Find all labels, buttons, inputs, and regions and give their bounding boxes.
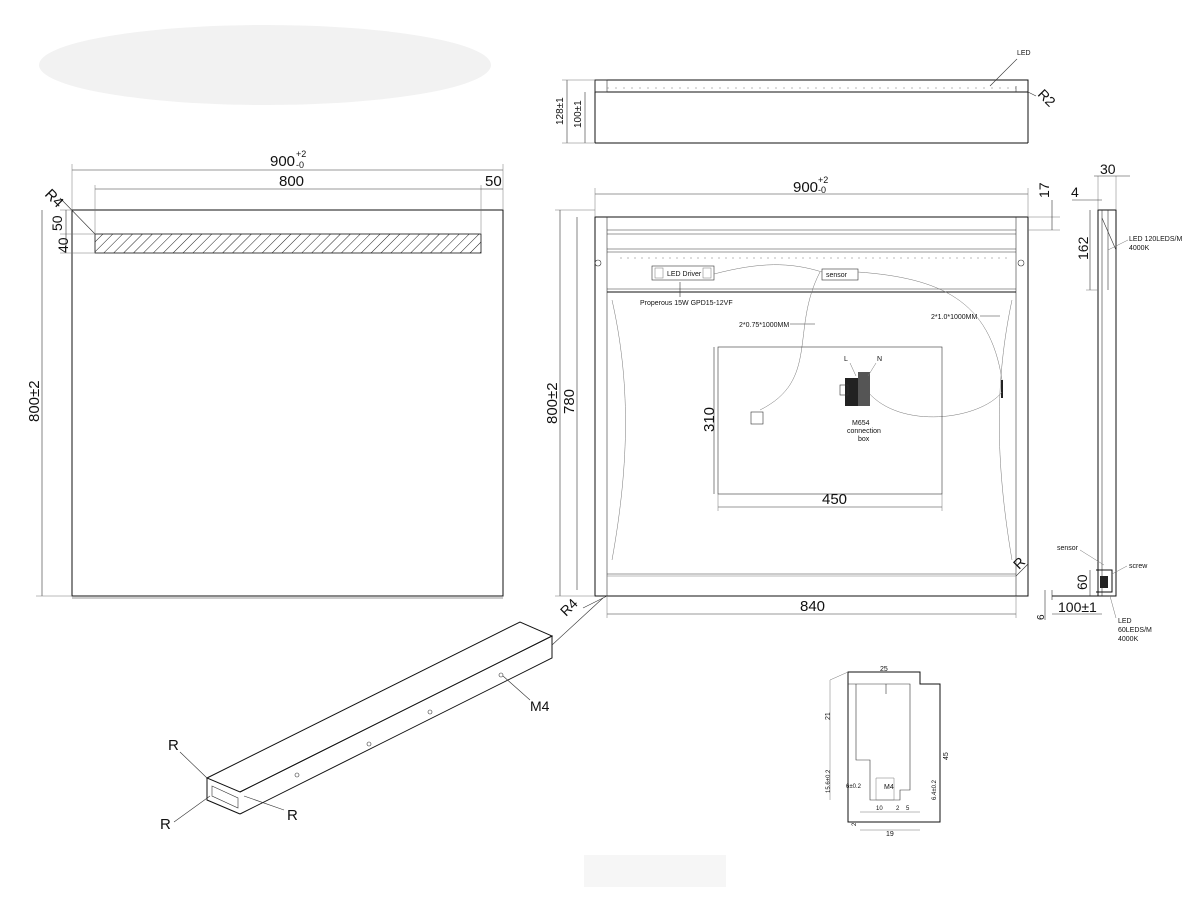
cs-seg-5: 5 — [906, 806, 910, 812]
back-bottom-width-dim: 840 — [800, 598, 825, 615]
box-label-2: connection — [847, 428, 881, 435]
side-offset-dim: 4 — [1071, 184, 1079, 200]
sensor-box — [821, 268, 859, 281]
profile-thread-label: M4 — [530, 698, 550, 714]
led-driver-label: LED Driver — [667, 271, 702, 278]
back-width-dim: 900 — [793, 179, 818, 196]
side-bracket-height-dim: 60 — [1074, 574, 1090, 590]
bottom-smudge — [584, 855, 726, 887]
driver-model: Properous 15W GPD15-12VF — [640, 300, 733, 307]
back-width-tol-plus: +2 — [818, 175, 828, 185]
front-right-margin-dim: 50 — [485, 173, 502, 190]
side-led-top-label-2: 4000K — [1129, 245, 1150, 252]
top-led-label: LED — [1017, 50, 1031, 57]
back-panel — [717, 346, 943, 495]
cs-seg-2: 2 — [896, 806, 900, 812]
terminal-n: N — [877, 356, 882, 363]
profile-radius-3: R — [287, 807, 298, 824]
cs-inner-width: 6±0.2 — [846, 784, 862, 790]
side-led-top-label-1: LED 120LEDS/M — [1129, 236, 1182, 243]
cable-left-label: 2*0.75*1000MM — [739, 322, 789, 329]
panel-width-dim: 450 — [822, 491, 847, 508]
panel-height-dim: 310 — [701, 407, 718, 432]
terminal-l: L — [844, 356, 848, 363]
back-view: LED Driver sensor Properous 15W GPD15-12… — [544, 175, 1060, 619]
side-depth-dim: 30 — [1100, 161, 1116, 177]
cs-thread: M4 — [884, 784, 894, 791]
box-label-1: M654 — [852, 420, 870, 427]
back-width-tol-minus: -0 — [818, 185, 826, 195]
front-height-dim: 800±2 — [26, 380, 43, 422]
side-led-bottom-label-1: LED — [1118, 618, 1132, 625]
back-corner-r: R — [1010, 554, 1028, 572]
front-view: 900 +2 -0 800 50 R4 50 40 800±2 — [26, 149, 504, 599]
cs-overall-height: 45 — [943, 752, 950, 760]
side-screw-label: screw — [1129, 563, 1148, 570]
cross-section: 25 21 45 15.6±0.2 6±0.2 M4 6.4±0.2 10 2 … — [825, 666, 950, 838]
cs-top-width: 25 — [880, 666, 888, 673]
connection-box — [839, 372, 870, 406]
side-led-height-dim: 162 — [1075, 236, 1091, 260]
front-strip-height-dim: 40 — [55, 237, 71, 253]
top-radius: R2 — [1035, 86, 1059, 110]
background-smudge — [39, 25, 491, 105]
mirror-outline — [71, 209, 504, 597]
side-sensor-label: sensor — [1057, 545, 1079, 552]
front-top-margin-dim: 50 — [49, 215, 65, 231]
front-width-tol-minus: -0 — [296, 160, 304, 170]
led-strip-hatched — [94, 233, 482, 254]
cable-right-label: 2*1.0*1000MM — [931, 314, 977, 321]
profile-radius-1: R — [168, 737, 179, 754]
cs-seg-10: 10 — [876, 806, 883, 812]
front-width-dim: 900 — [270, 153, 295, 170]
profile-radius-2: R — [160, 816, 171, 833]
profile-iso: R R R M4 — [160, 597, 604, 833]
side-bottom-dim: 6 — [1036, 614, 1047, 620]
led-driver-box — [651, 265, 715, 281]
cs-right-height: 6.4±0.2 — [932, 779, 938, 800]
cs-left-height: 15.6±0.2 — [826, 769, 832, 793]
cs-inner-height: 21 — [825, 712, 832, 720]
side-led-bottom-label-3: 4000K — [1118, 636, 1139, 643]
cs-bottom-width: 19 — [886, 831, 894, 838]
side-projection-dim: 100±1 — [1058, 599, 1097, 615]
back-top-offset-dim: 17 — [1036, 182, 1052, 198]
back-corner-r4: R4 — [557, 595, 581, 619]
top-body-depth: 100±1 — [573, 100, 584, 128]
front-corner-radius: R4 — [41, 186, 67, 212]
side-view: 30 4 162 LED 120LEDS/M 4000K sensor scre… — [1036, 161, 1182, 643]
top-total-depth: 128±1 — [555, 97, 566, 125]
box-label-3: box — [858, 436, 870, 443]
back-frame — [594, 216, 1029, 597]
cs-bottom-lip: 2 — [852, 822, 858, 826]
top-view: LED R2 128±1 100±1 — [555, 50, 1059, 144]
back-inner-height-dim: 780 — [561, 389, 578, 414]
back-height-dim: 800±2 — [544, 382, 561, 424]
front-led-dim: 800 — [279, 173, 304, 190]
front-width-tol-plus: +2 — [296, 149, 306, 159]
back-sensor-label: sensor — [826, 272, 848, 279]
side-led-bottom-label-2: 60LEDS/M — [1118, 627, 1152, 634]
